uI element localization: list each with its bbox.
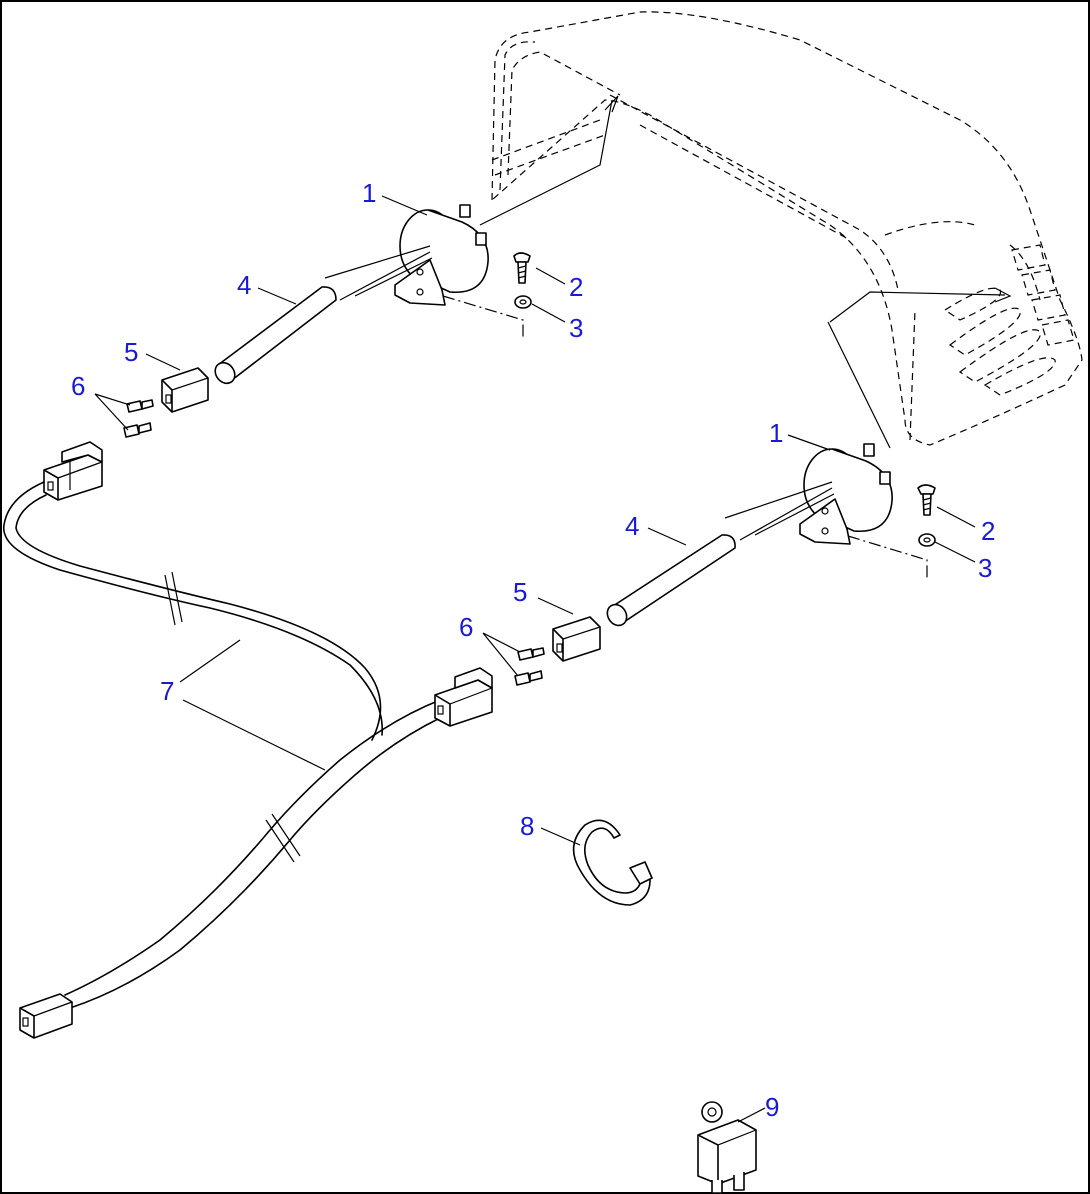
- terminals-lower: [514, 647, 545, 686]
- callout-9: 9: [765, 1092, 779, 1122]
- phantom-fender: [491, 11, 1083, 446]
- washer-upper: [514, 295, 532, 309]
- callout-3-upper: 3: [569, 313, 583, 343]
- callout-5-lower: 5: [513, 577, 527, 607]
- lamp-lower: [724, 443, 893, 545]
- callout-7: 7: [160, 676, 174, 706]
- screw-lower: [917, 484, 936, 516]
- mount-line-upper: [442, 295, 524, 340]
- callout-8: 8: [520, 811, 534, 841]
- lamp-upper: [324, 204, 489, 306]
- mount-line-lower: [847, 535, 928, 578]
- callout-4-upper: 4: [237, 270, 251, 300]
- terminals-upper: [123, 399, 154, 438]
- callout-1-lower: 1: [769, 418, 783, 448]
- tube-upper: [214, 286, 337, 385]
- callout-2-lower: 2: [981, 516, 995, 546]
- callout-5-upper: 5: [124, 337, 138, 367]
- callout-4-lower: 4: [625, 511, 639, 541]
- wiring-harness: [3, 441, 493, 1039]
- washer-lower: [918, 533, 936, 547]
- arrow-head-lower: [994, 287, 1012, 303]
- mount-leader-upper: [479, 99, 613, 226]
- callout-6-lower: 6: [459, 612, 473, 642]
- callout-2-upper: 2: [569, 272, 583, 302]
- connector-upper: [161, 367, 209, 413]
- callout-1-upper: 1: [362, 178, 376, 208]
- screw-upper: [513, 252, 531, 284]
- mount-leader-lower-b: [827, 321, 891, 449]
- callout-6-upper: 6: [71, 371, 85, 401]
- connector-lower: [552, 616, 601, 662]
- mount-leader-lower-a: [829, 291, 1006, 323]
- callout-3-lower: 3: [978, 553, 992, 583]
- relay: [697, 1101, 757, 1194]
- leader-lines: [94, 195, 976, 1123]
- tube-lower: [606, 534, 736, 627]
- clamp-band: [572, 819, 653, 906]
- arrow-head-upper: [604, 95, 619, 113]
